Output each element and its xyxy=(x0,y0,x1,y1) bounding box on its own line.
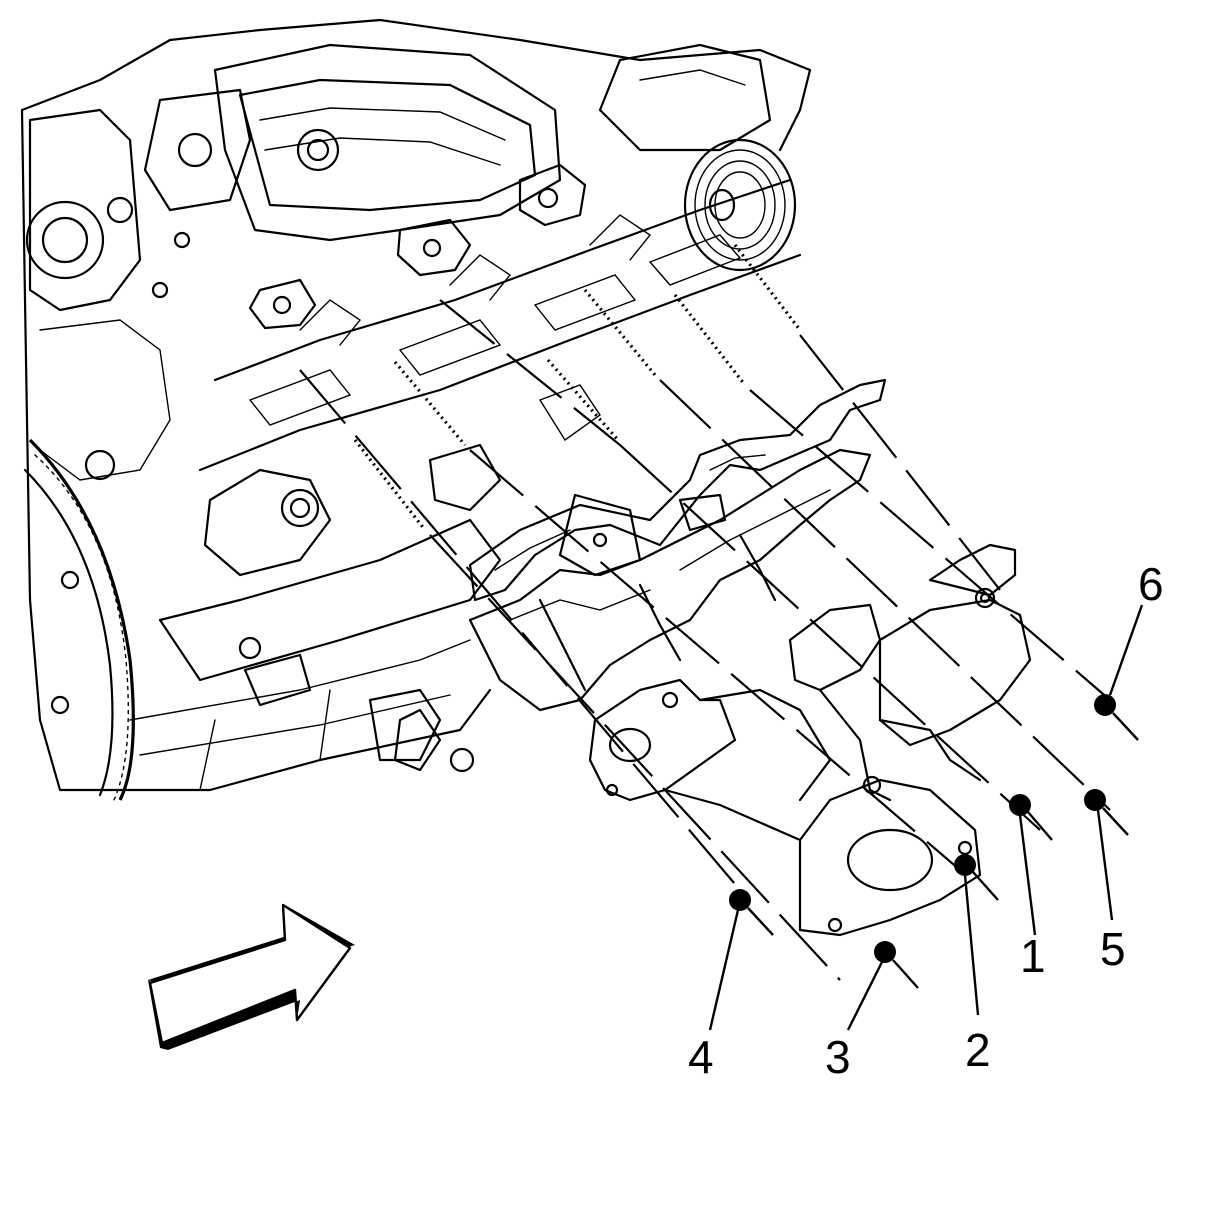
nut-6 xyxy=(1094,694,1139,741)
manifold-nuts xyxy=(729,694,1139,989)
nut-5 xyxy=(1084,789,1129,836)
flywheel-ring-gear xyxy=(23,438,135,801)
nut-3 xyxy=(874,941,919,989)
callout-1: 1 xyxy=(1020,930,1046,982)
front-direction-arrow-icon xyxy=(148,903,355,1050)
callout-3: 3 xyxy=(825,1031,851,1083)
nut-1 xyxy=(1009,794,1053,841)
manifold-studs xyxy=(353,244,802,531)
callout-labels: 1 2 3 4 5 6 xyxy=(688,558,1164,1083)
nut-2 xyxy=(954,854,999,901)
exhaust-manifold-gasket xyxy=(468,378,887,602)
callout-leaders xyxy=(708,604,1144,1031)
callout-4: 4 xyxy=(688,1031,714,1083)
engine-block xyxy=(20,18,812,801)
callout-6: 6 xyxy=(1138,558,1164,610)
exhaust-manifold xyxy=(468,448,1032,937)
alignment-lines xyxy=(299,299,1111,981)
nut-4 xyxy=(729,889,774,936)
callout-2: 2 xyxy=(965,1024,991,1076)
callout-5: 5 xyxy=(1100,923,1126,975)
